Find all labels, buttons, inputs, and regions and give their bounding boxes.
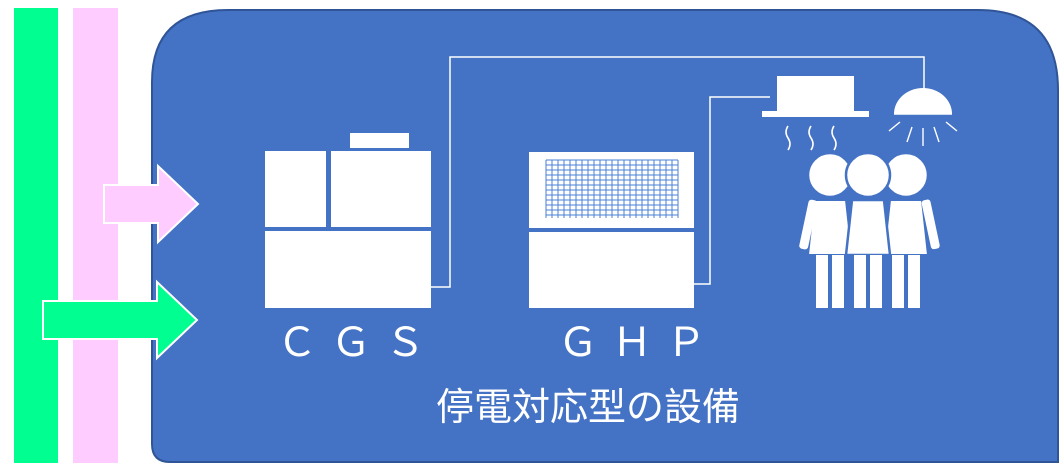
power-supply-bar: [73, 8, 118, 463]
ghp-grille-icon: [545, 159, 679, 218]
ghp-to-ac-line: [694, 96, 770, 285]
ceiling-lamp-icon: [888, 88, 958, 146]
gas-arrow-icon: [42, 279, 199, 361]
cgs-label: ＣＧＳ: [277, 320, 439, 366]
power-arrow-icon: [103, 163, 200, 245]
diagram-caption: 停電対応型の設備: [436, 385, 740, 429]
gas-supply-bar: [14, 8, 58, 463]
cgs-to-lamp-line: [431, 56, 925, 288]
cgs-unit-icon: [265, 133, 431, 308]
ghp-label: ＧＨＰ: [558, 320, 720, 366]
ghp-unit-icon: [529, 152, 694, 308]
ceiling-air-conditioner-icon: [762, 76, 869, 151]
people-group-icon: [799, 151, 940, 308]
